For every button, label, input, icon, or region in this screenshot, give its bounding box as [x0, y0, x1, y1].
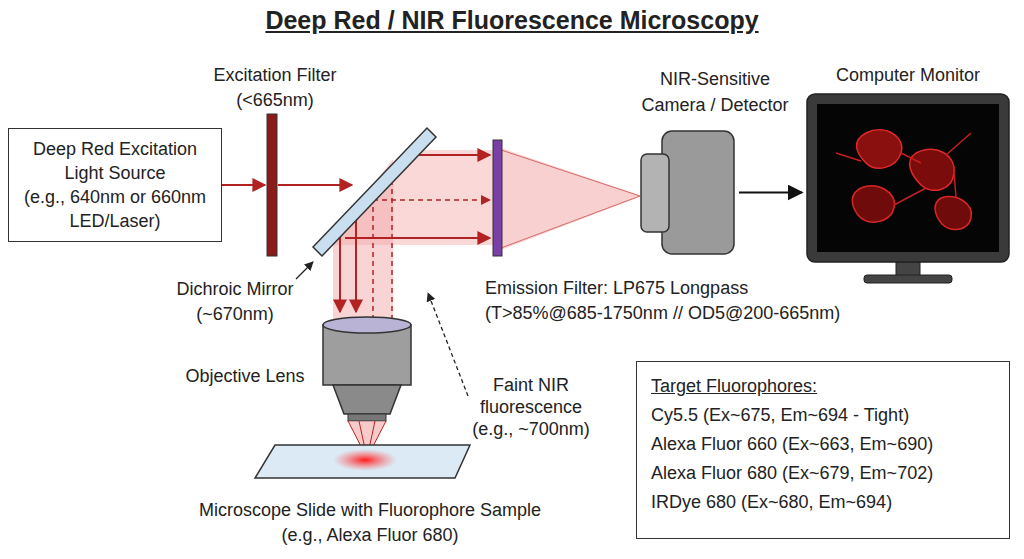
emission-filter-label: Emission Filter: LP675 Longpass: [485, 277, 925, 300]
cell-process: [836, 133, 971, 205]
fluorescence-ray: [373, 199, 490, 201]
dichroic-mirror: [313, 128, 436, 256]
fluorescence-ray: [345, 237, 490, 239]
slide-label: Microscope Slide with Fluorophore Sample: [70, 499, 670, 522]
cone-edge: [501, 196, 640, 248]
diagram-title: Deep Red / NIR Fluorescence Microscopy: [0, 5, 1024, 35]
fluorescent-spot: [333, 449, 397, 471]
excitation-ray: [355, 212, 357, 312]
node-heading: Computer Monitor: [786, 63, 1024, 87]
camera-lens: [641, 154, 669, 232]
monitor-frame: [807, 94, 1009, 262]
node-text: IRDye 680 (Ex~680, Em~694): [651, 488, 995, 517]
camera-symbol: [640, 130, 735, 255]
fluorescence-ray: [418, 154, 490, 156]
camera-detector: NIR-Sensitive Camera / Detector: [640, 130, 735, 255]
fluorescence-ray: [372, 195, 374, 320]
computer-monitor: Computer Monitor: [806, 93, 1010, 263]
node-text: Alexa Fluor 680 (Ex~679, Em~702): [651, 459, 995, 488]
emission-filter-spec: (T>85%@685-1750nm // OD5@200-665nm): [485, 302, 925, 325]
cell-image: [935, 197, 971, 230]
mirror-label: Dichroic Mirror: [150, 278, 320, 301]
fluorescence-ray: [391, 175, 393, 320]
objective-body: [323, 325, 411, 385]
focus-cone: [501, 148, 642, 250]
excitation-ray: [339, 228, 341, 312]
camera-body: [662, 131, 734, 254]
node-text: Cy5.5 (Ex~675, Em~694 - Tight): [651, 401, 995, 430]
leader-line: [296, 262, 313, 279]
objective-lens-top: [323, 317, 411, 333]
node-text: (e.g., 640nm or 660nm LED/Laser): [21, 185, 209, 233]
leader-line: [428, 293, 468, 396]
monitor-base: [864, 275, 952, 283]
signal-arrow: [739, 192, 802, 194]
excitation-ray: [278, 184, 352, 186]
filter-label: Excitation Filter: [185, 64, 365, 87]
light-source-box: Deep Red Excitation Light Source(e.g., 6…: [8, 128, 222, 242]
objective-nose: [333, 385, 401, 414]
excitation-ray: [222, 184, 265, 186]
node-text: Alexa Fluor 660 (Ex~663, Em~690): [651, 430, 995, 459]
emission-filter: [493, 140, 502, 256]
objective-label: Objective Lens: [160, 365, 330, 388]
objective-tip: [348, 414, 386, 421]
emission-beam: [325, 150, 497, 245]
microscope-slide: [255, 445, 470, 478]
cell-image: [857, 130, 902, 168]
monitor-symbol: [806, 93, 1010, 263]
slide-example: (e.g., Alexa Fluor 680): [70, 524, 670, 547]
filter-spec: (<665nm): [185, 89, 365, 112]
cell-image: [852, 186, 894, 222]
node-heading: NIR-Sensitive Camera / Detector: [638, 66, 792, 118]
node-heading: Deep Red Excitation Light Source: [21, 137, 209, 185]
cone-edge: [501, 150, 640, 196]
monitor-neck: [896, 262, 920, 276]
excitation-filter: [267, 114, 277, 256]
fluorophore-list-box: Target Fluorophores:Cy5.5 (Ex~675, Em~69…: [636, 361, 1010, 539]
mirror-spec: (~670nm): [150, 303, 320, 326]
monitor-screen: [817, 104, 999, 252]
fluorescence-note: Faint NIR fluorescence (e.g., ~700nm): [462, 374, 600, 440]
node-heading: Target Fluorophores:: [651, 372, 995, 401]
cell-image: [910, 149, 954, 190]
